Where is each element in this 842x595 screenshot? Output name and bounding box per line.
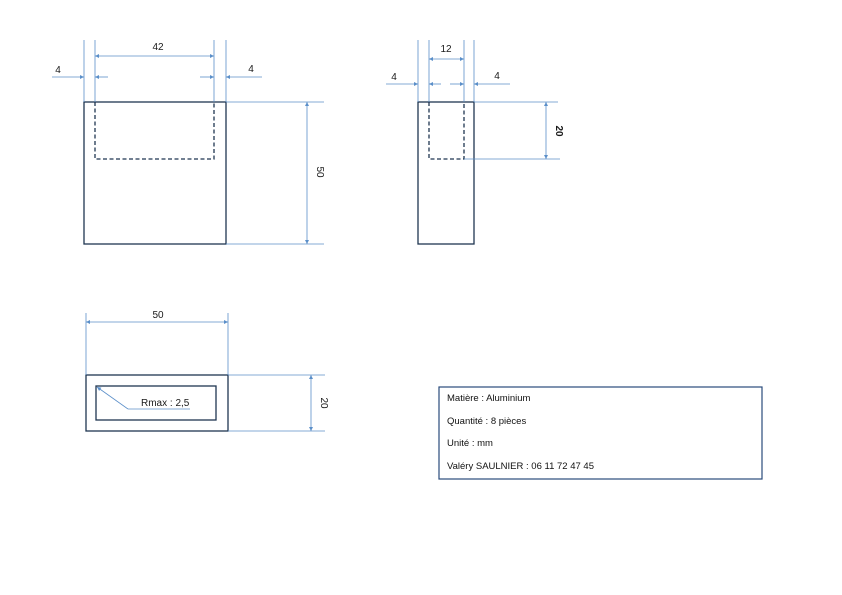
author-text: Valéry SAULNIER : 06 11 72 47 45 <box>447 461 594 472</box>
top-view: 50 20 Rmax : 2,5 <box>85 310 329 432</box>
side-left-wall-dimension-label: 4 <box>391 72 397 83</box>
side-depth-dimension-label: 20 <box>553 125 564 137</box>
unit-text: Unité : mm <box>447 438 493 449</box>
front-left-wall-dimension-label: 4 <box>55 65 61 76</box>
front-height-dimension-label: 50 <box>314 166 325 178</box>
side-view-outline <box>417 101 475 245</box>
top-height-dimension-label: 20 <box>318 397 329 409</box>
side-view-hidden-pocket <box>428 102 465 160</box>
front-right-wall-dimension-label: 4 <box>248 64 254 75</box>
side-width-dimension-label: 12 <box>440 44 452 55</box>
side-view: 12 4 4 20 <box>386 40 564 245</box>
radius-note: Rmax : 2,5 <box>141 398 190 409</box>
material-text: Matière : Aluminium <box>447 393 531 404</box>
title-block-frame <box>438 386 763 480</box>
front-view-outline <box>83 101 227 245</box>
front-view: 42 4 4 50 <box>52 40 325 245</box>
quantity-text: Quantité : 8 pièces <box>447 416 526 427</box>
top-view-outline <box>85 374 229 432</box>
side-right-wall-dimension-label: 4 <box>494 71 500 82</box>
front-width-dimension-label: 42 <box>152 42 164 53</box>
top-width-dimension-label: 50 <box>152 310 164 321</box>
front-view-hidden-pocket <box>94 102 215 160</box>
top-view-pocket <box>95 385 217 421</box>
title-block: Matière : Aluminium Quantité : 8 pièces … <box>438 386 763 480</box>
